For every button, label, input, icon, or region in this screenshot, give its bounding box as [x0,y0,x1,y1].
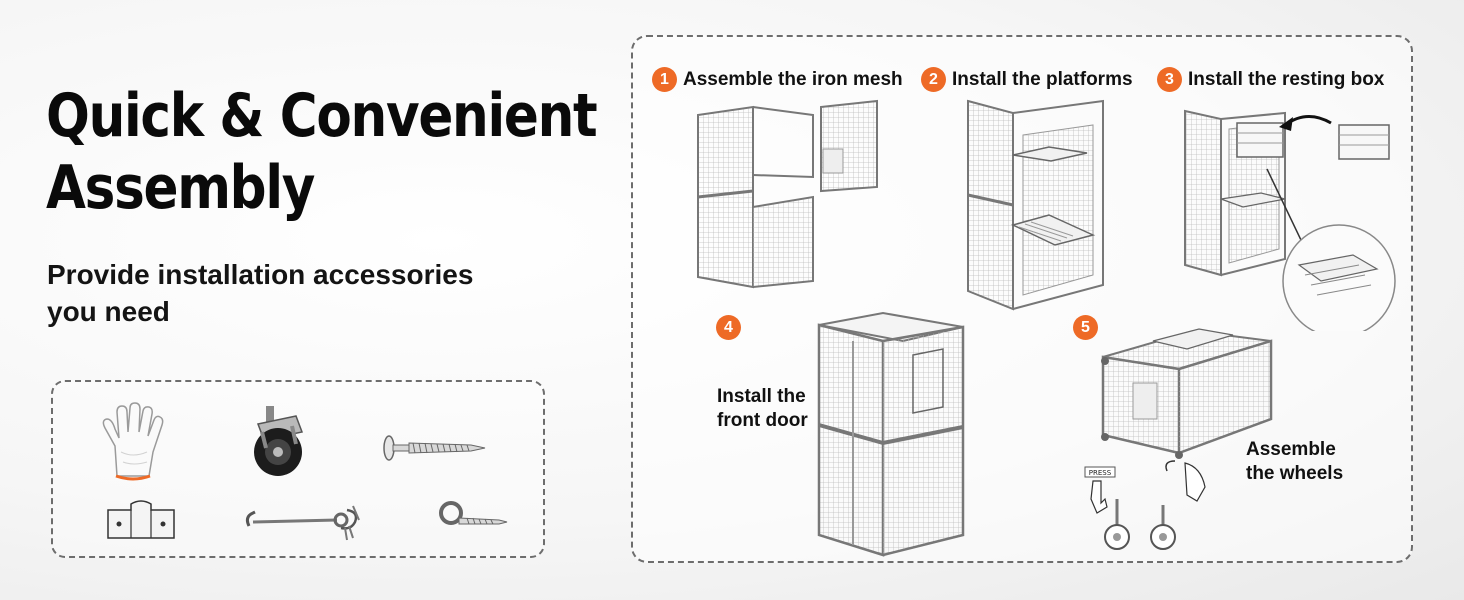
bracket-icon [107,500,175,539]
step-5-illustration: PRESS [1084,328,1273,550]
step-2-illustration [967,99,1104,311]
step-1-badge: 1 [652,67,677,92]
step-4-illustration [817,311,965,557]
step-1-heading: 1 Assemble the iron mesh [652,67,903,92]
step-4-badge: 4 [716,315,741,340]
step-3-label: Install the resting box [1188,68,1385,90]
title-line-1: Quick & Convenient [46,81,598,151]
glove-icon [102,402,164,481]
subtitle-line-1: Provide installation accessories [47,259,474,290]
step-3-heading: 3 Install the resting box [1157,67,1384,92]
eye-screw-icon [439,501,508,525]
step-3-illustration [1184,109,1396,331]
step-2-heading: 2 Install the platforms [921,67,1133,92]
press-label: PRESS [1089,469,1112,477]
step-5-label-line-2: the wheels [1246,463,1344,484]
page-title: Quick & Convenient Assembly [46,80,598,224]
step-4-heading: 4 [716,315,741,340]
caster-wheel-icon [254,406,304,476]
step-1-label: Assemble the iron mesh [683,68,903,90]
step-4-label-line-2: front door [717,410,808,431]
step-2-badge: 2 [921,67,946,92]
step-5-heading: 5 [1073,315,1098,340]
accessories-panel [51,380,545,558]
subtitle-line-2: you need [47,296,170,327]
step-5-label: Assemble the wheels [1246,438,1343,486]
step-3-badge: 3 [1157,67,1182,92]
title-line-2: Assembly [46,153,315,223]
steps-panel: 1 Assemble the iron mesh 2 Install the p… [631,35,1413,563]
screw-icon [383,435,486,461]
hook-latch-icon [245,505,360,541]
step-1-illustration [697,99,878,289]
step-4-label-line-1: Install the [717,386,806,407]
step-2-label: Install the platforms [952,68,1133,90]
step-4-label: Install the front door [717,385,808,433]
subtitle: Provide installation accessories you nee… [47,256,567,330]
step-5-label-line-1: Assemble [1246,439,1336,460]
step-5-badge: 5 [1073,315,1098,340]
